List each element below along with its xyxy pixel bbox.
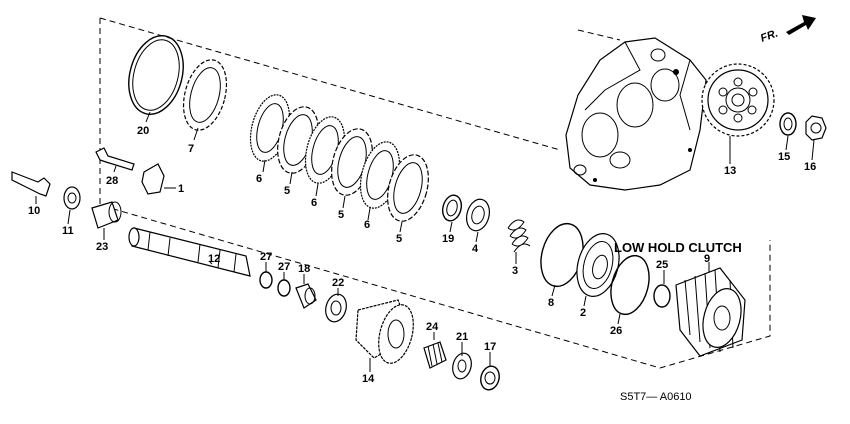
diagram-title: LOW HOLD CLUTCH <box>614 240 742 255</box>
part-24-needle-bearing <box>423 341 447 369</box>
part-label-1: 1 <box>178 183 184 195</box>
part-23-needle-bearing <box>91 201 122 229</box>
part-5-steel-plate-3 <box>387 154 429 222</box>
part-label-22: 22 <box>332 277 344 289</box>
part-13-driven-gear <box>701 63 775 137</box>
part-22-bearing <box>325 293 347 323</box>
part-label-6a: 6 <box>256 173 262 185</box>
part-label-23: 23 <box>96 241 108 253</box>
part-20-snap-ring <box>128 35 184 115</box>
part-10-shaft-pin <box>11 171 51 197</box>
part-label-11: 11 <box>62 225 74 237</box>
part-17-washer <box>480 365 500 391</box>
part-9-clutch-drum <box>675 267 746 357</box>
transmission-cover <box>565 37 707 191</box>
part-label-6b: 6 <box>311 197 317 209</box>
part-3-return-spring <box>507 219 531 253</box>
part-label-19: 19 <box>442 233 454 245</box>
part-label-15: 15 <box>778 151 790 163</box>
part-label-5c: 5 <box>396 233 402 245</box>
part-label-5b: 5 <box>338 209 344 221</box>
part-16-nut <box>805 115 827 141</box>
part-label-21: 21 <box>456 331 468 343</box>
part-label-14: 14 <box>362 373 375 385</box>
part-18-hub <box>295 283 317 309</box>
part-label-12: 12 <box>208 253 220 265</box>
part-27-snap-ring-2 <box>277 279 291 297</box>
front-direction-label: FR. <box>759 27 780 44</box>
part-2-piston <box>576 233 620 297</box>
part-label-3: 3 <box>512 265 518 277</box>
assembly-outline <box>99 17 771 369</box>
part-label-17: 17 <box>484 341 496 353</box>
part-label-8: 8 <box>548 297 554 309</box>
part-label-10: 10 <box>28 205 40 217</box>
part-11-collar <box>63 186 81 210</box>
part-26-o-ring <box>610 254 650 316</box>
part-14-gear <box>355 299 414 364</box>
part-21-bearing <box>452 352 472 380</box>
part-label-27b: 27 <box>278 261 290 273</box>
part-label-13: 13 <box>724 165 736 177</box>
part-label-28: 28 <box>106 175 118 187</box>
part-label-16: 16 <box>804 161 816 173</box>
diagram-code: S5T7— A0610 <box>620 391 692 403</box>
part-label-27a: 27 <box>260 251 272 263</box>
part-27-snap-ring-1 <box>259 271 273 289</box>
front-direction-arrow: FR. <box>759 15 816 45</box>
part-label-7: 7 <box>188 143 194 155</box>
part-1-stopper-bracket <box>141 163 165 195</box>
part-28-bolt <box>95 147 135 171</box>
part-label-6c: 6 <box>364 219 370 231</box>
part-15-washer <box>779 112 797 136</box>
part-label-2: 2 <box>580 307 586 319</box>
part-4-thrust-bearing <box>465 198 491 232</box>
part-label-25: 25 <box>656 259 668 271</box>
part-label-18: 18 <box>298 263 310 275</box>
part-label-24: 24 <box>426 321 439 333</box>
part-label-20: 20 <box>137 125 149 137</box>
clutch-pack <box>249 94 429 222</box>
part-7-end-plate <box>182 59 228 131</box>
part-label-4: 4 <box>472 243 479 255</box>
part-label-26: 26 <box>610 325 622 337</box>
part-25-o-ring <box>653 284 671 308</box>
part-19-thrust-washer <box>441 194 463 222</box>
leader-lines <box>35 111 815 372</box>
part-label-5a: 5 <box>284 185 290 197</box>
part-12-mainshaft <box>128 227 251 277</box>
part-label-9: 9 <box>704 253 710 265</box>
